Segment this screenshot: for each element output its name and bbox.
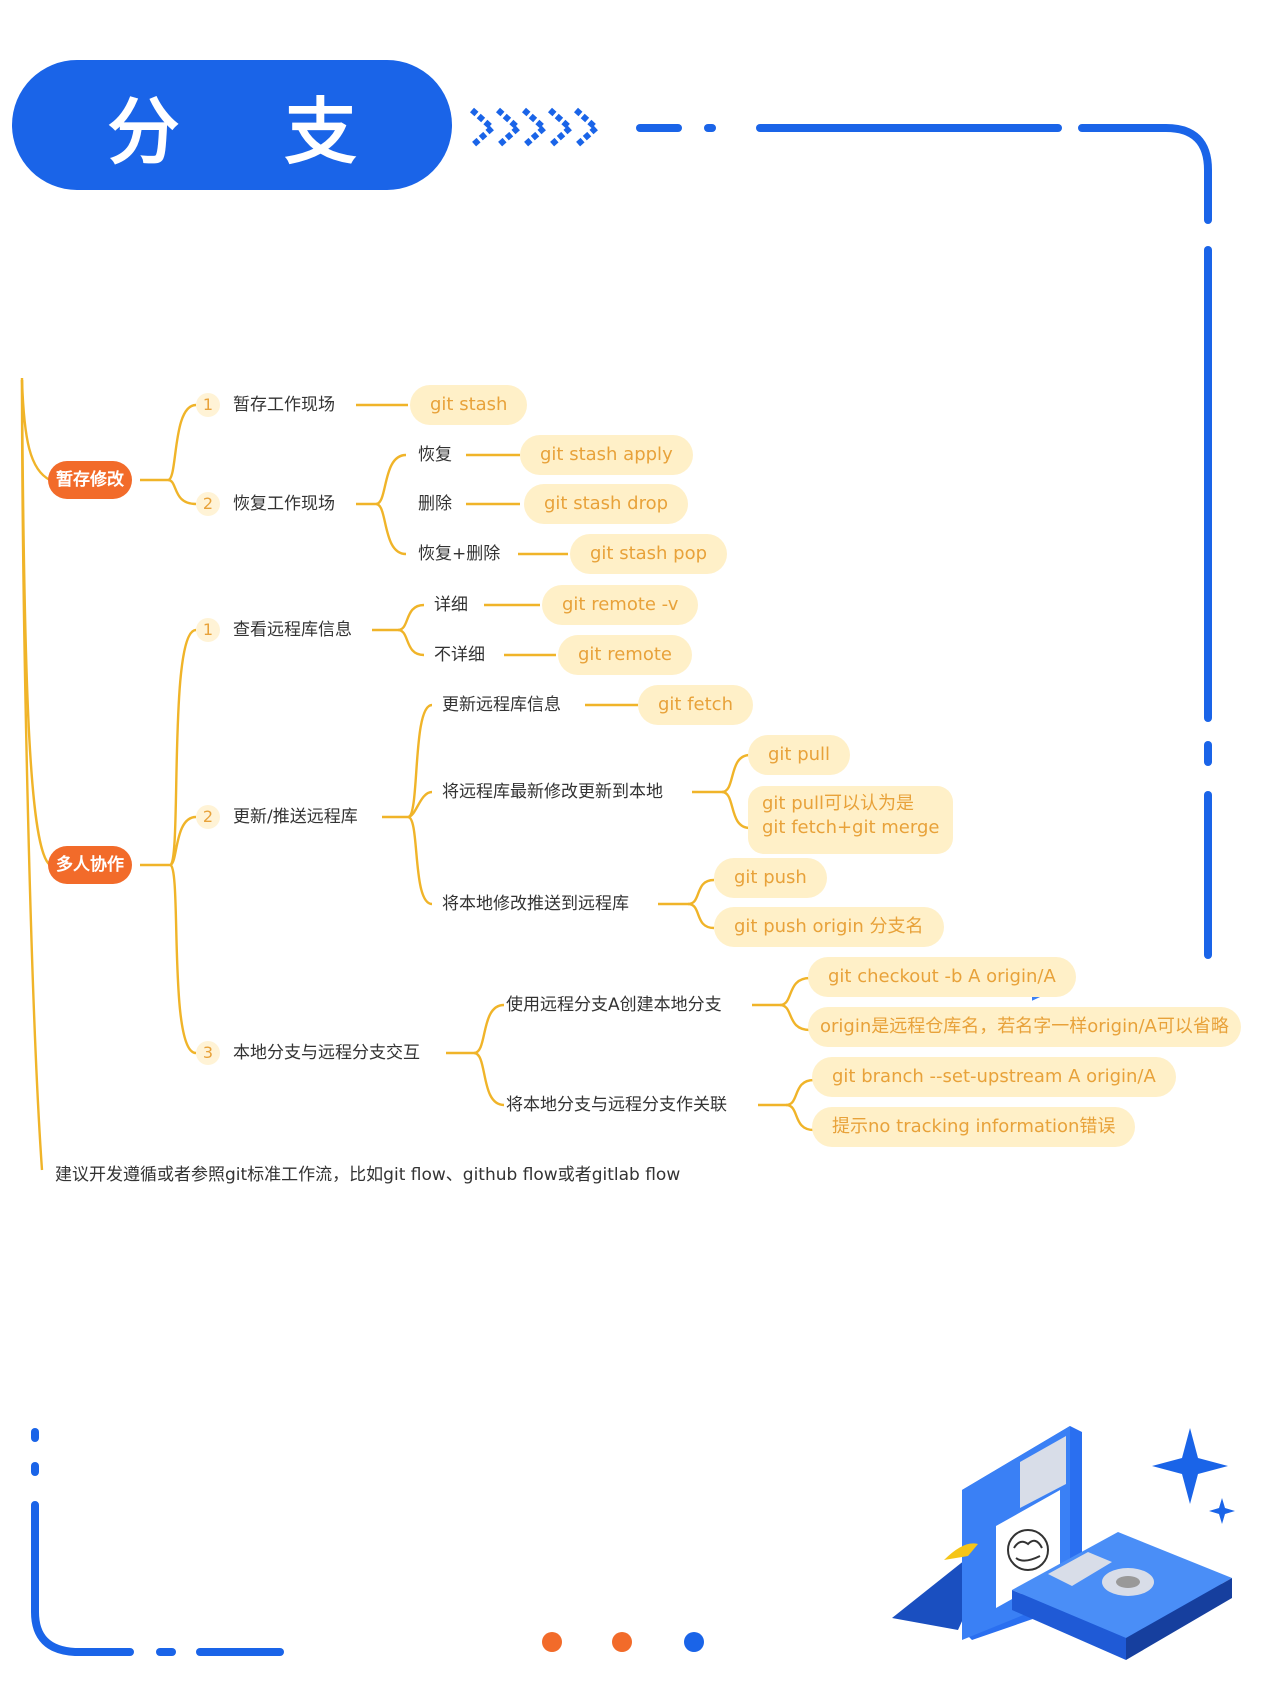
sub-label: 更新远程库信息 [442,695,561,715]
item-number: 1 [196,618,220,642]
sub-label: 删除 [418,494,452,514]
command-chip-two-line: git pull可以认为是 git fetch+git merge [748,786,954,854]
category-collaboration: 多人协作 [48,846,132,884]
item-number: 2 [196,805,220,829]
sub-label: 恢复+删除 [418,544,501,564]
command-chip: origin是远程仓库名，若名字一样origin/A可以省略 [808,1007,1241,1047]
sub-label: 使用远程分支A创建本地分支 [506,995,722,1015]
chevrons-decoration [469,107,601,149]
item-label: 恢复工作现场 [233,494,335,514]
page-dot [612,1632,632,1652]
command-chip: 提示no tracking information错误 [812,1107,1136,1147]
command-line: git fetch+git merge [762,817,940,838]
item-label: 查看远程库信息 [233,620,352,640]
command-chip: git push [714,858,827,898]
item-number: 3 [196,1041,220,1065]
sub-label: 将远程库最新修改更新到本地 [442,782,663,802]
title-banner: 分 支 [12,60,452,190]
floppy-disk-brain-illustration [892,970,1232,1660]
page-title: 分 支 [107,89,397,174]
footer-note: 建议开发遵循或者参照git标准工作流，比如git flow、github flo… [55,1165,681,1185]
command-chip: git fetch [638,685,753,725]
command-chip: git stash apply [520,435,693,475]
item-label: 更新/推送远程库 [233,807,358,827]
command-line: git pull可以认为是 [762,793,915,814]
command-chip: git remote [558,635,692,675]
command-chip: git remote -v [542,585,699,625]
item-label: 本地分支与远程分支交互 [233,1043,420,1063]
top-right-frame [636,124,1212,959]
command-chip: git pull [748,735,851,775]
sub-label: 不详细 [434,645,485,665]
command-chip: git stash pop [570,534,728,574]
sub-label: 将本地修改推送到远程库 [442,894,629,914]
item-label: 暂存工作现场 [233,395,335,415]
bottom-left-frame [31,1428,284,1656]
command-chip: git push origin 分支名 [714,907,944,947]
sub-label: 将本地分支与远程分支作关联 [506,1095,727,1115]
category-stash: 暂存修改 [48,461,132,499]
command-chip: git checkout -b A origin/A [808,957,1076,997]
item-number: 2 [196,492,220,516]
sub-label: 恢复 [418,445,452,465]
branch-lines [20,377,815,1171]
item-number: 1 [196,393,220,417]
command-chip: git stash [410,385,528,425]
command-chip: git branch --set-upstream A origin/A [812,1057,1176,1097]
page-dot [684,1632,704,1652]
sparkle-icon [1152,1428,1235,1524]
sub-label: 详细 [434,595,468,615]
page-dot [542,1632,562,1652]
command-chip: git stash drop [524,484,689,524]
